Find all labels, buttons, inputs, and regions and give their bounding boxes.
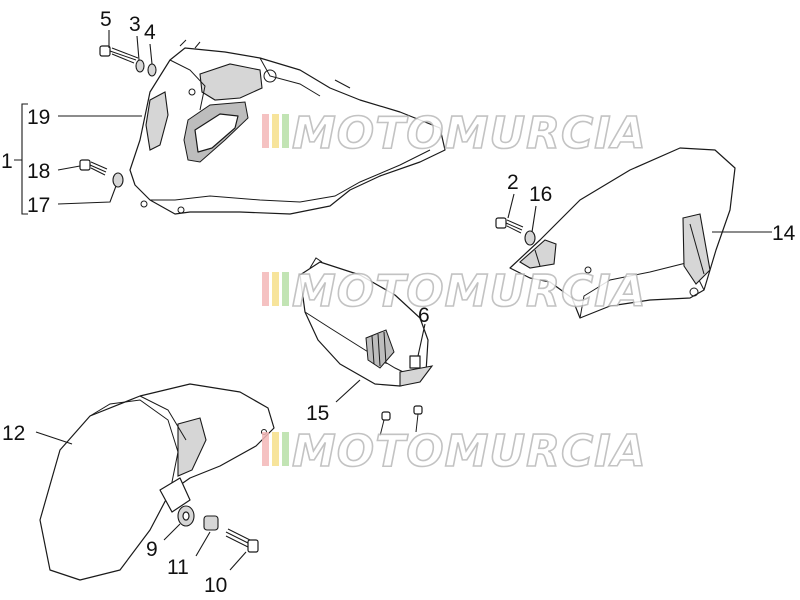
callout-5: 5 <box>100 8 112 31</box>
screw-part-2 <box>495 217 524 234</box>
screw-part-18 <box>79 159 108 176</box>
screw-part-15-b <box>413 405 423 433</box>
callout-10: 10 <box>204 574 227 597</box>
spacer-part-11 <box>203 515 219 531</box>
watermark-top: MOTOMURCIA <box>262 107 647 160</box>
callout-2: 2 <box>507 171 519 194</box>
screw-part-15-a <box>379 411 391 437</box>
callout-4: 4 <box>144 21 156 44</box>
watermark-text: MOTOMURCIA <box>292 426 647 477</box>
washer-part-9 <box>177 505 195 527</box>
callout-17: 17 <box>27 194 50 217</box>
callout-6: 6 <box>418 304 430 327</box>
leader-lines <box>14 30 772 571</box>
washer-part-3 <box>135 59 145 73</box>
washer-part-16 <box>524 230 536 246</box>
callout-3: 3 <box>129 13 141 36</box>
callout-14: 14 <box>772 222 796 245</box>
washer-part-17 <box>112 172 124 188</box>
rear-mudguard-part-14 <box>509 147 736 319</box>
callout-16: 16 <box>529 183 552 206</box>
watermark-bottom: MOTOMURCIA <box>262 425 647 478</box>
callout-labels: 5 3 4 19 1 18 17 2 16 14 6 15 12 9 11 10 <box>1 8 796 597</box>
watermark-text: MOTOMURCIA <box>292 108 647 159</box>
callout-18: 18 <box>27 160 50 183</box>
washer-part-4 <box>147 63 157 77</box>
callout-12: 12 <box>2 422 25 445</box>
callout-11: 11 <box>167 556 189 579</box>
front-mudguard-part-12 <box>39 383 275 581</box>
callout-19: 19 <box>27 106 50 129</box>
lower-cover-part-15 <box>299 257 434 387</box>
callout-1: 1 <box>1 150 13 173</box>
callout-15: 15 <box>306 402 329 425</box>
screw-part-5 <box>99 45 139 64</box>
callout-9: 9 <box>146 538 158 561</box>
watermark-text: MOTOMURCIA <box>292 266 647 317</box>
watermark-middle: MOTOMURCIA <box>262 265 647 318</box>
screw-part-10 <box>225 528 259 553</box>
